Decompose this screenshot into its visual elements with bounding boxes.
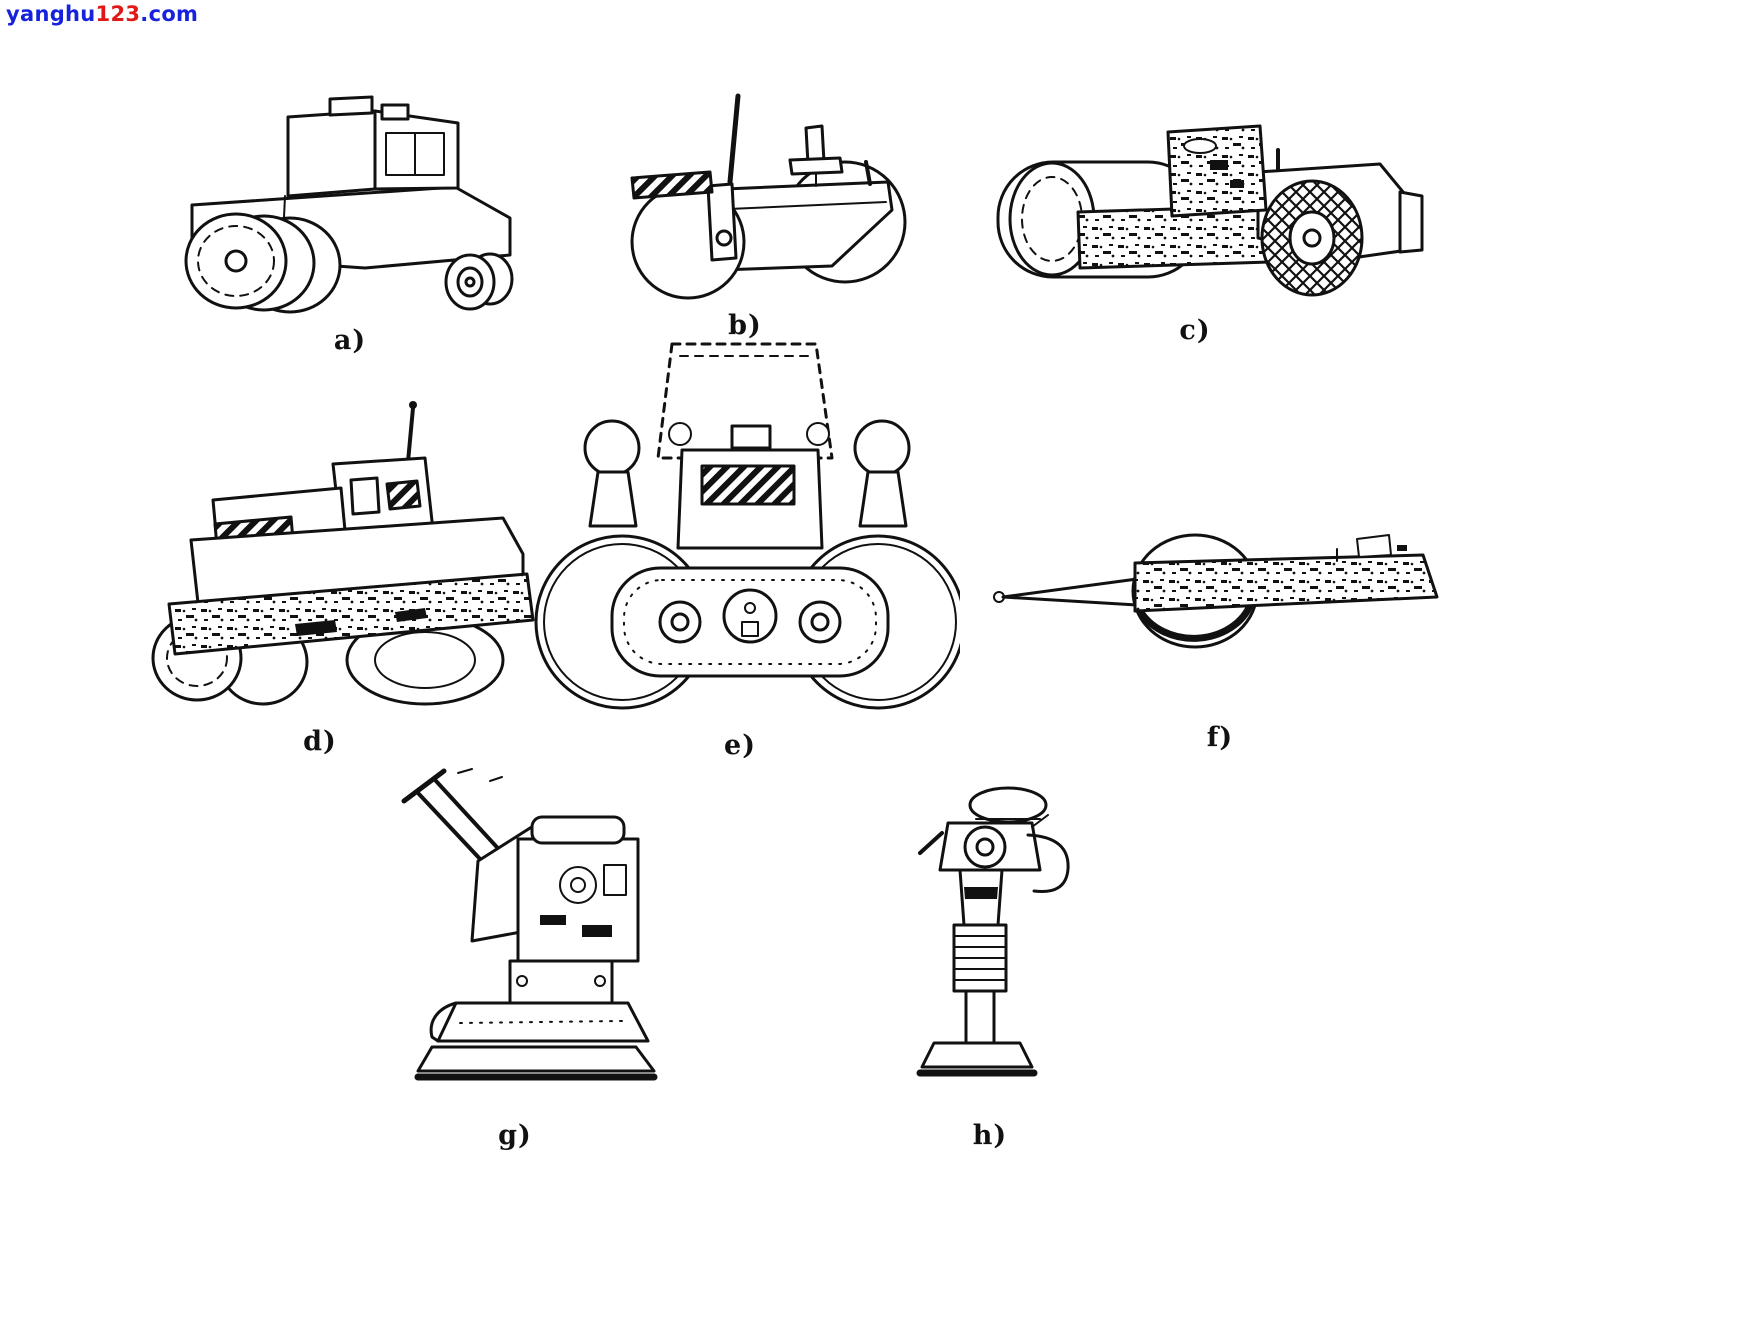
figure-g: g)	[360, 765, 670, 1151]
tamping-rammer-drawing	[916, 786, 1070, 1077]
figure-label-f: f)	[1206, 722, 1234, 753]
figure-label-c: c)	[1179, 315, 1211, 346]
figure-f: f)	[985, 505, 1455, 753]
figure-b: b)	[565, 70, 925, 341]
figure-label-d: d)	[303, 726, 337, 757]
tandem-static-roller-drawing	[630, 93, 907, 300]
watermark: yanghu123.com	[6, 2, 198, 26]
pneumatic-tyred-roller-drawing	[184, 95, 514, 314]
figure-label-g: g)	[498, 1120, 532, 1151]
duplex-roller-front-view-drawing	[534, 342, 960, 710]
vibratory-plate-compactor-drawing	[401, 768, 658, 1081]
figure-label-b: b)	[728, 310, 762, 341]
watermark-text-1: yanghu	[6, 2, 96, 26]
figure-d: d)	[95, 372, 545, 757]
figure-label-e: e)	[724, 730, 756, 761]
watermark-text-2: 123	[95, 2, 141, 26]
towed-drum-roller-drawing	[993, 533, 1439, 649]
articulated-tandem-roller-drawing	[151, 401, 535, 706]
figure-e: e)	[520, 330, 960, 761]
figure-c: c)	[960, 80, 1430, 346]
single-drum-vibratory-roller-drawing	[996, 124, 1424, 297]
watermark-text-3: .com	[140, 2, 199, 26]
figure-label-h: h)	[972, 1120, 1008, 1151]
figure-a: a)	[150, 55, 550, 356]
figure-h: h)	[885, 775, 1095, 1151]
figure-label-a: a)	[333, 325, 367, 356]
